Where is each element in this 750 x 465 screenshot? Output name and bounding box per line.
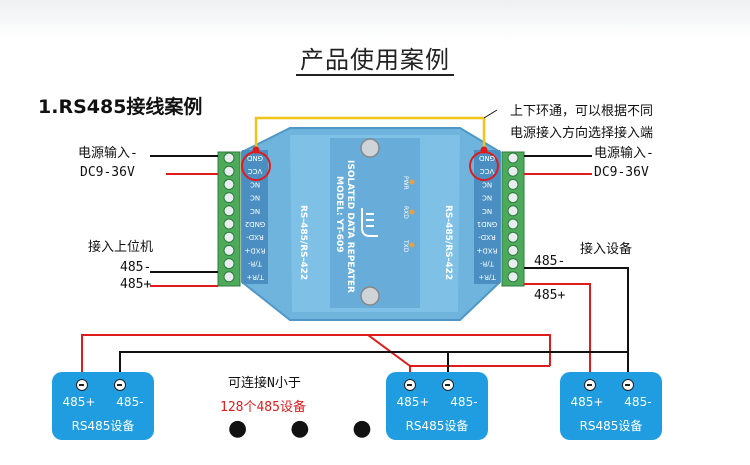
terminal-label: NC <box>482 194 492 202</box>
note-line-1: 上下环通，可以根据不同 <box>510 104 654 119</box>
right-plus-label: 485+ <box>534 288 566 303</box>
left-power-in-label: 电源输入- <box>78 146 138 161</box>
terminal-screw-icon <box>223 258 235 270</box>
terminal-screw-icon <box>223 205 235 217</box>
plus-terminal-icon <box>584 379 596 391</box>
logo-icon <box>361 208 378 237</box>
led-rxd-label: RXD <box>402 206 409 219</box>
led-txd <box>409 242 415 248</box>
terminal-label: GND2 <box>245 220 266 228</box>
minus-terminal-icon <box>622 379 634 391</box>
left-minus-label: 485- <box>120 260 152 275</box>
terminal-screw-icon <box>223 152 235 164</box>
bottom-screw <box>360 286 380 306</box>
top-decoration <box>0 0 750 40</box>
side-right-label: RS-485/RS-422 <box>443 205 453 280</box>
ellipsis: ● ● ● <box>228 416 390 441</box>
right-power-in-label: 电源输入- <box>594 146 654 161</box>
page-title: 产品使用案例 <box>0 40 750 76</box>
terminal-screw-icon <box>507 165 519 177</box>
rs485-device-1: 485+485- RS485设备 <box>52 372 154 440</box>
terminal-label: NC <box>482 207 492 215</box>
repeater-module <box>241 127 501 321</box>
terminal-label: NC <box>250 207 260 215</box>
terminal-screw-icon <box>507 178 519 190</box>
terminal-screw-icon <box>507 218 519 230</box>
terminal-screw-icon <box>507 231 519 243</box>
ring-wire <box>254 116 486 152</box>
left-plus-label: 485+ <box>120 277 152 292</box>
terminal-label: RXD- <box>246 233 264 241</box>
terminal-screw-icon <box>223 271 235 283</box>
note-line-2: 电源接入方向选择接入端 <box>510 126 654 141</box>
terminal-screw-icon <box>223 218 235 230</box>
terminal-label: RXD+ <box>244 246 265 254</box>
led-txd-label: TXD <box>402 239 409 253</box>
terminal-screw-icon <box>223 244 235 256</box>
terminal-label: RXD+ <box>476 246 497 254</box>
terminal-label: VCC <box>480 167 495 175</box>
minus-terminal-icon <box>442 379 454 391</box>
section-heading: 1.RS485接线案例 <box>38 96 203 118</box>
connect-count: 128个485设备 <box>220 400 306 415</box>
plus-terminal-icon <box>76 379 88 391</box>
connect-note: 可连接N小于 <box>228 376 301 391</box>
terminal-screw-icon <box>507 192 519 204</box>
led-pwr <box>409 179 415 185</box>
terminal-label: T/R+ <box>246 273 264 281</box>
right-minus-label: 485- <box>534 254 566 269</box>
terminal-screw-icon <box>223 231 235 243</box>
terminal-label: NC <box>250 194 260 202</box>
left-voltage-label: DC9-36V <box>80 165 135 180</box>
led-pwr-label: PWR <box>402 176 409 190</box>
model-line-2: MODEL: YT-609 <box>334 176 344 253</box>
top-screw <box>360 138 380 158</box>
terminal-screw-icon <box>223 192 235 204</box>
side-left-label: RS-485/RS-422 <box>298 205 308 280</box>
terminal-screw-icon <box>507 205 519 217</box>
terminal-screw-icon <box>507 271 519 283</box>
minus-terminal-icon <box>114 379 126 391</box>
plus-terminal-icon <box>404 379 416 391</box>
terminal-label: GND <box>247 154 263 162</box>
terminal-label: GND1 <box>477 220 498 228</box>
right-device-label: 接入设备 <box>580 242 633 257</box>
terminal-label: NC <box>482 180 492 188</box>
led-rxd <box>409 209 415 215</box>
terminal-label: NC <box>250 180 260 188</box>
terminal-screw-icon <box>507 258 519 270</box>
right-voltage-label: DC9-36V <box>594 165 649 180</box>
rs485-device-2: 485+485- RS485设备 <box>386 372 488 440</box>
terminal-label: VCC <box>248 167 263 175</box>
terminal-screw-icon <box>507 244 519 256</box>
terminal-label: T/R- <box>480 260 495 268</box>
terminal-screw-icon <box>223 165 235 177</box>
terminal-label: GND <box>479 154 495 162</box>
terminal-label: T/R- <box>248 260 263 268</box>
terminal-screw-icon <box>507 152 519 164</box>
terminal-label: RXD- <box>478 233 496 241</box>
terminal-label: T/R+ <box>478 273 496 281</box>
model-line-1: ISOLATED DATA REPEATER <box>345 160 355 293</box>
rs485-device-3: 485+485- RS485设备 <box>560 372 662 440</box>
terminal-screw-icon <box>223 178 235 190</box>
left-host-label: 接入上位机 <box>88 240 154 255</box>
